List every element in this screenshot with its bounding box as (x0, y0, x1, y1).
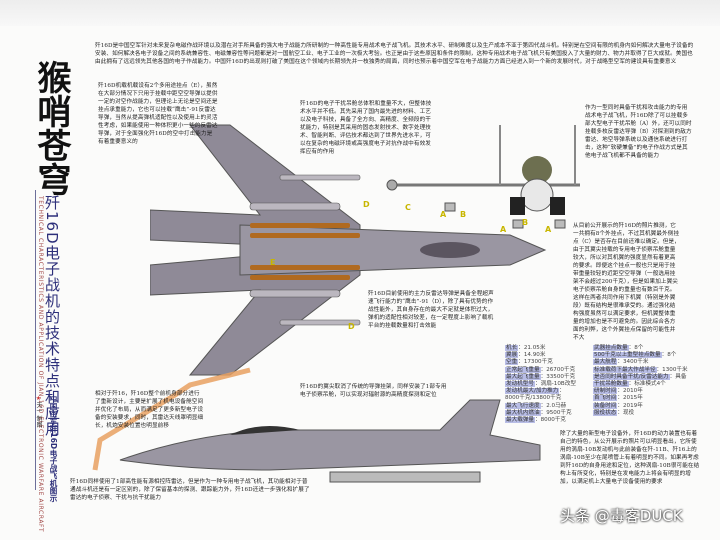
annotation-jamming-pod: 歼16D的电子干扰吊舱总体积和重量不大，但整体技术水平并不低。其先采用了国内最先… (300, 101, 432, 155)
aircraft-top-view (150, 124, 547, 376)
annotation-outer-pylon: 从目前公开展示的歼16D的照片推测，它一共拥有8个外挂点，不过其机翼最外侧挂点（… (573, 223, 680, 341)
spec-row: 武器挂点数量：8个 (593, 345, 644, 351)
pylon-label-b: B (460, 210, 467, 219)
annotation-left-wing: 歼16D机载机载设有2个多用途挂点（E），虽然在大部分情况下只用于挂载中距空空导… (98, 83, 218, 145)
spec-row: 最大航程：3400千米 (593, 359, 649, 366)
specs-left-column: 机长：21.05米 翼展：14.90米 空重：17300千克 正常起飞重量：26… (505, 345, 605, 424)
aircraft-side-view (119, 399, 541, 483)
annotation-wingtip-pod: 歼16D的翼尖取消了传统的导弹挂架，同样安装了1部专用电子侦察吊舱，可以实现对辐… (300, 384, 447, 398)
specs-right-column: 武器挂点数量：8个 500千克以上重型挂点数量：8个 最大航程：3400千米 标… (593, 345, 720, 417)
spec-row: 服役状态：现役 (593, 409, 635, 416)
figure-caption: 中国空军歼16D电子战飞机图示 (49, 395, 58, 502)
star-icon: ★ (35, 395, 42, 402)
annotation-engine: 除了大量的新型电子设备外，歼16D的动力装置也有着自己的特色，从公开展示的照片可… (560, 431, 700, 485)
pylon-label-a: A (500, 225, 507, 234)
spec-row: 干扰吊舱数量：标准模式4个 (593, 381, 666, 388)
spec-row: 是否同时具备干扰/反雷达能力：具备 (593, 373, 687, 380)
main-title: 歼16D电子战机的技术特点和应用 (43, 195, 61, 437)
pylon-label-e: E (270, 258, 276, 267)
spec-row: 发动机最大/加力推力： (505, 388, 565, 395)
spec-row: 8000千克/13800千克 (505, 395, 562, 402)
spec-row: 翼展：14.90米 (505, 352, 546, 359)
spec-row: 500千克以上重型挂点数量：8个 (593, 352, 677, 359)
pylon-label-a: A (545, 225, 552, 234)
spec-row: 空重：17300千克 (505, 359, 553, 366)
title-divider (35, 190, 36, 490)
spec-row: 研制时间：2010年 (593, 388, 643, 395)
intro-paragraph: 歼16D是中国空军针对未来复杂电磁作战环境以及潜在对手所具备的强大电子战能力所研… (95, 43, 694, 65)
page-top-band (0, 0, 720, 26)
pylon-label-d: D (363, 200, 370, 209)
pylon-label-b: B (522, 218, 529, 227)
author-credit: ★天一 制图 (34, 395, 43, 428)
annotation-dual-capability: 作为一型同时具备干扰和攻击能力的专用战术电子战飞机，歼16D除了可以挂载多部大型… (585, 105, 692, 159)
annotation-yj91-missile: 歼16D目前使用的主力反雷达导弹是具备全程超声速飞行能力的“鹰击”-91（D），… (368, 291, 494, 329)
calligraphy-title: 猴哨苍穹 (31, 60, 71, 196)
pylon-label-d: D (348, 322, 355, 331)
spec-row: 最大飞行速度：2.0马赫 (505, 402, 567, 409)
spec-row: 装备时间：2019年 (593, 402, 643, 409)
pylon-label-a: A (440, 210, 447, 219)
spec-row: 标准载荷下最大作战半径：1300千米 (593, 366, 688, 373)
spec-row: 最大机内燃油：9500千克 (505, 409, 572, 416)
spec-row: 最大载弹量：8000千克 (505, 417, 567, 424)
english-subtitle: TECHNICAL CHARACTERISTICS AND APPLICATIO… (37, 196, 44, 533)
pylon-label-c: C (405, 203, 411, 212)
annotation-forward-fuselage: 相对于歼16，歼16D整个前机身部分进行了重新设计，主要是扩展了机电设备舱空间并… (95, 391, 204, 429)
aircraft-front-view (386, 125, 580, 229)
annotation-radar: 歼16D同样使用了1部高性能有源相控阵雷达，但是作为一种专用电子战飞机，其功能相… (70, 479, 310, 501)
spec-row: 最大起飞重量：33500千克 (505, 373, 576, 380)
spec-row: 首飞时间：2015年 (593, 395, 643, 402)
author-name: 天一 制图 (35, 402, 42, 428)
spec-row: 发动机型号：涡扇-10B改型 (505, 381, 576, 388)
spec-row: 机长：21.05米 (505, 345, 546, 351)
spec-row: 正常起飞重量：26700千克 (505, 366, 576, 373)
watermark: 头条 @毒客DUCK (560, 507, 683, 525)
